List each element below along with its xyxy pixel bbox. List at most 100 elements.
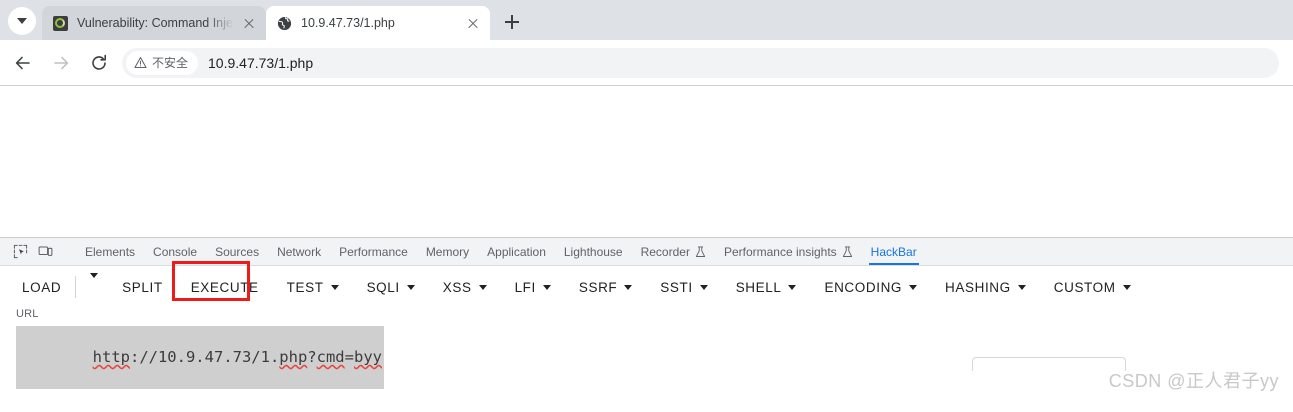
browser-tab-vulnerability[interactable]: Vulnerability: Command Inje (42, 6, 266, 40)
button-label: CUSTOM (1053, 279, 1116, 295)
url-token: = (344, 348, 354, 366)
url-token: cmd (316, 348, 345, 366)
tab-lighthouse[interactable]: Lighthouse (555, 238, 632, 265)
hashing-button[interactable]: HASHING (945, 280, 1026, 295)
address-bar[interactable]: 不安全 10.9.47.73/1.php (122, 47, 1279, 78)
tab-application[interactable]: Application (478, 238, 555, 265)
shell-button[interactable]: SHELL (736, 280, 797, 295)
button-label: SQLI (366, 279, 400, 295)
ssti-button[interactable]: SSTI (660, 279, 708, 295)
custom-button[interactable]: CUSTOM (1054, 280, 1131, 295)
back-button[interactable] (8, 48, 38, 78)
load-dropdown-button[interactable] (90, 273, 99, 296)
chevron-down-icon (478, 284, 487, 290)
tab-label: Sources (215, 244, 260, 259)
inspect-element-icon[interactable] (9, 241, 31, 263)
tab-memory[interactable]: Memory (417, 238, 478, 265)
xss-button[interactable]: XSS (443, 280, 487, 295)
flask-icon (842, 245, 853, 258)
button-divider (75, 276, 77, 298)
forward-button[interactable] (46, 48, 76, 78)
tab-network[interactable]: Network (268, 238, 330, 265)
hackbar-url-section: URL http://10.9.47.73/1.php?cmd=byy (0, 308, 1293, 389)
reload-button[interactable] (84, 48, 114, 78)
tab-performance[interactable]: Performance (330, 238, 417, 265)
tab-recorder[interactable]: Recorder (632, 238, 715, 265)
tab-close-icon[interactable] (240, 14, 258, 32)
tab-title: 10.9.47.73/1.php (301, 16, 395, 30)
encoding-button[interactable]: ENCODING (824, 279, 918, 295)
chevron-down-icon (542, 284, 551, 290)
url-field-label: URL (16, 308, 39, 320)
ssrf-button[interactable]: SSRF (579, 280, 633, 295)
tab-label: Performance insights (723, 244, 837, 259)
browser-toolbar: 不安全 10.9.47.73/1.php (0, 40, 1293, 85)
tab-search-button[interactable] (8, 7, 36, 35)
tab-title: Vulnerability: Command Inje (77, 16, 233, 30)
chevron-down-icon (90, 273, 99, 295)
tab-close-icon[interactable] (464, 14, 482, 32)
reload-icon (92, 54, 106, 70)
url-token: php (279, 348, 308, 366)
tab-label: Elements (85, 244, 136, 259)
devtools-tabs: Elements Console Sources Network Perform… (76, 238, 1293, 265)
device-toolbar-icon[interactable] (34, 241, 56, 263)
url-input[interactable]: http://10.9.47.73/1.php?cmd=byy (16, 326, 384, 389)
warning-triangle-icon (134, 56, 147, 69)
tab-label: Application (487, 244, 546, 259)
tab-label: Lighthouse (563, 244, 623, 259)
execute-button[interactable]: EXECUTE (191, 280, 259, 295)
tab-label: Network (277, 244, 322, 259)
tab-console[interactable]: Console (144, 238, 206, 265)
hackbar-panel: LOAD SPLIT EXECUTE TEST (0, 260, 1293, 389)
browser-chrome: Vulnerability: Command Inje 10.9.47.73/1… (0, 0, 1293, 40)
new-tab-button[interactable] (498, 8, 526, 36)
csdn-watermark: CSDN @正人君子yy (1108, 371, 1279, 391)
post-data-field-partial[interactable] (972, 357, 1126, 371)
sqli-button[interactable]: SQLI (367, 280, 415, 295)
url-token: byy (353, 348, 382, 366)
devtools-tool-icons (0, 238, 76, 265)
chevron-down-icon (699, 284, 708, 290)
button-label: LFI (514, 279, 536, 295)
button-label: SHELL (735, 279, 782, 295)
site-security-chip[interactable]: 不安全 (126, 50, 199, 75)
back-arrow-icon (15, 56, 30, 69)
tab-sources[interactable]: Sources (206, 238, 268, 265)
button-label: SSTI (660, 279, 693, 295)
split-button[interactable]: SPLIT (122, 280, 163, 295)
test-button[interactable]: TEST (287, 280, 339, 295)
tab-label: Recorder (640, 244, 690, 259)
chevron-down-icon (788, 284, 797, 290)
button-label: XSS (442, 279, 472, 295)
devtools-panel: Elements Console Sources Network Perform… (0, 237, 1293, 389)
tab-strip: Vulnerability: Command Inje 10.9.47.73/1… (0, 0, 1293, 40)
chevron-down-icon (330, 284, 339, 290)
button-label: HASHING (945, 279, 1011, 295)
chevron-down-icon (909, 284, 918, 290)
hackbar-toolbar: LOAD SPLIT EXECUTE TEST (0, 260, 1293, 308)
dvwa-favicon (52, 15, 68, 31)
hackbar-load-group: LOAD (22, 273, 99, 298)
execute-button-wrapper: EXECUTE (171, 260, 259, 301)
browser-tab-current[interactable]: 10.9.47.73/1.php (266, 6, 490, 40)
tab-label: HackBar (870, 244, 917, 259)
address-bar-url[interactable]: 10.9.47.73/1.php (208, 54, 314, 71)
button-label: SPLIT (122, 279, 163, 295)
button-label: ENCODING (824, 279, 903, 295)
url-token: ? (307, 348, 317, 366)
chevron-down-icon (17, 18, 27, 24)
chevron-down-icon (624, 284, 633, 290)
load-button[interactable]: LOAD (22, 280, 61, 295)
button-label: LOAD (22, 279, 62, 295)
chevron-down-icon (1017, 284, 1026, 290)
tab-label: Performance (339, 244, 408, 259)
forward-arrow-icon (54, 56, 69, 69)
lfi-button[interactable]: LFI (515, 280, 551, 295)
tab-elements[interactable]: Elements (76, 238, 144, 265)
button-label: EXECUTE (190, 279, 259, 295)
tab-hackbar[interactable]: HackBar (862, 238, 926, 265)
devtools-tab-bar: Elements Console Sources Network Perform… (0, 238, 1293, 266)
url-token: ://10.9.47.73/1. (129, 348, 280, 366)
tab-performance-insights[interactable]: Performance insights (715, 238, 862, 265)
